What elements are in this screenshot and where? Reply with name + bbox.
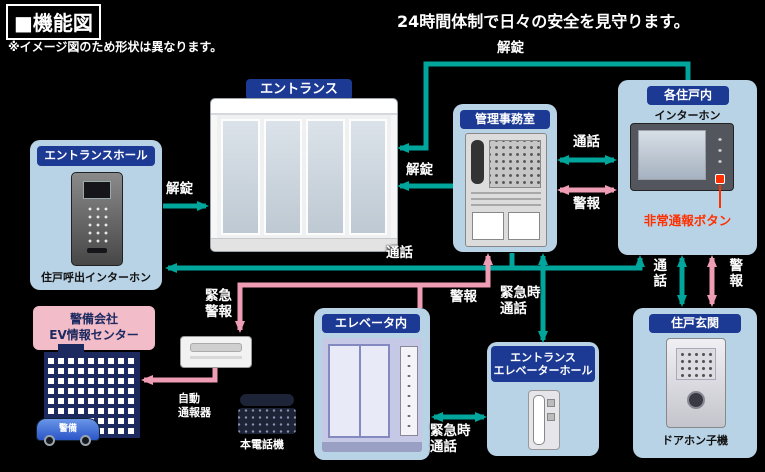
elevator-hall-label: エントランス エレベーターホール bbox=[491, 346, 595, 382]
phone-base bbox=[238, 408, 296, 434]
elevator-door bbox=[328, 344, 390, 438]
arrow-label-alarm-unit-office: 警報 bbox=[573, 196, 600, 212]
arrow-emergency-alarm-security bbox=[141, 368, 218, 385]
car-wheel bbox=[80, 435, 91, 446]
entrance-hall-box: エントランスホール 住戸呼出インターホン bbox=[30, 140, 162, 290]
arrow-alarm-elevator bbox=[417, 253, 493, 308]
glass-pane bbox=[221, 119, 260, 235]
monitor-buttons bbox=[713, 132, 727, 166]
glass-pane bbox=[306, 119, 345, 235]
console-panel bbox=[472, 212, 504, 240]
dialer-line bbox=[190, 356, 242, 359]
doorphone-button bbox=[687, 391, 705, 409]
unit-entrance-box: 住戸玄関 ドアホン子機 bbox=[633, 308, 757, 458]
unit-device-caption: インターホン bbox=[654, 109, 721, 122]
phone-handset bbox=[240, 394, 294, 406]
arrow-label-unlock-office: 解錠 bbox=[406, 162, 433, 178]
unit-box: 各住戸内 インターホン 非常通報ボタン bbox=[618, 80, 757, 255]
arrow-label-alarm-unit-door: 警報 bbox=[726, 258, 743, 289]
intercom-monitor-drawing bbox=[630, 123, 734, 191]
unit-label: 各住戸内 bbox=[647, 86, 729, 105]
elevator-control-panel bbox=[400, 346, 418, 436]
auto-dialer-drawing bbox=[180, 336, 252, 368]
doorphone-grille bbox=[676, 348, 716, 380]
security-car: 警備 bbox=[36, 418, 100, 446]
security-building-roof bbox=[58, 344, 84, 352]
page-title: ■機能図 bbox=[6, 4, 101, 40]
elevator-door-split bbox=[359, 346, 361, 436]
office-box: 管理事務室 bbox=[453, 104, 557, 252]
tagline: 24時間体制で日々の安全を見守ります。 bbox=[397, 12, 690, 31]
car-wheel bbox=[44, 435, 55, 446]
arrow-label-alarm-elevator: 警報 bbox=[450, 289, 477, 305]
auto-dialer-caption: 自動 通報器 bbox=[178, 392, 211, 419]
elevator-floor bbox=[322, 442, 422, 452]
office-label: 管理事務室 bbox=[460, 110, 550, 129]
main-phone-drawing bbox=[238, 394, 296, 436]
security-company-label: 警備会社 EV情報センター bbox=[33, 306, 155, 350]
entrance-hall-caption: 住戸呼出インターホン bbox=[41, 271, 151, 284]
console-indicator-rows bbox=[471, 192, 541, 206]
entrance-label: エントランス bbox=[246, 79, 352, 100]
entrance-sill bbox=[211, 238, 397, 251]
lobby-intercom-drawing bbox=[71, 172, 123, 266]
elevator-label: エレベータ内 bbox=[322, 314, 420, 333]
main-phone-caption: 本電話機 bbox=[240, 438, 284, 451]
console-panel bbox=[508, 212, 540, 240]
arrow-unlock-from-unit bbox=[397, 61, 691, 153]
elevator-hall-box: エントランス エレベーターホール bbox=[487, 342, 599, 456]
arrow-talk-trunk bbox=[165, 255, 645, 273]
elevator-interior-drawing bbox=[322, 338, 422, 452]
entrance-roof bbox=[211, 99, 397, 115]
arrow-label-emergency-alarm: 緊急 警報 bbox=[205, 288, 232, 321]
hall-phone-hook bbox=[547, 399, 555, 407]
entrance-hall-label: エントランスホール bbox=[37, 146, 155, 166]
arrow-label-emergency-talk-office: 緊急時 通話 bbox=[500, 285, 541, 318]
unit-entrance-caption: ドアホン子機 bbox=[662, 434, 728, 447]
console-handset bbox=[471, 140, 484, 184]
arrow-label-emergency-talk-hall: 緊急時 通話 bbox=[430, 423, 471, 456]
monitor-screen bbox=[638, 130, 706, 180]
doorphone-drawing bbox=[666, 338, 726, 428]
emergency-button bbox=[715, 174, 725, 184]
arrow-emergency-alarm-dialer bbox=[235, 282, 420, 333]
office-console-drawing bbox=[465, 133, 547, 247]
unit-entrance-label: 住戸玄関 bbox=[649, 314, 741, 333]
emergency-button-label: 非常通報ボタン bbox=[643, 213, 732, 228]
intercom-screen bbox=[83, 181, 111, 199]
hall-phone-drawing bbox=[528, 390, 560, 450]
arrow-label-unlock-hall: 解錠 bbox=[166, 181, 193, 197]
intercom-keypad bbox=[84, 203, 110, 245]
glass-pane bbox=[263, 119, 302, 235]
arrow-label-talk-trunk: 通話 bbox=[386, 245, 413, 261]
dialer-slot bbox=[190, 343, 242, 352]
disclaimer-note: ※イメージ図のため形状は異なります。 bbox=[8, 40, 223, 54]
intercom-speaker-slot bbox=[87, 248, 107, 253]
elevator-box: エレベータ内 bbox=[314, 308, 430, 460]
console-button-grid bbox=[489, 140, 541, 188]
hall-phone-receiver bbox=[533, 395, 545, 445]
arrow-label-talk-office-unit: 通話 bbox=[573, 134, 600, 150]
hall-phone-hook bbox=[547, 413, 555, 421]
glass-pane bbox=[348, 119, 387, 235]
entrance-building bbox=[210, 98, 398, 252]
entrance-glass-doors bbox=[217, 115, 391, 239]
arrow-label-unlock-top: 解錠 bbox=[497, 40, 524, 56]
arrow-label-talk-unit-door: 通話 bbox=[650, 258, 667, 289]
